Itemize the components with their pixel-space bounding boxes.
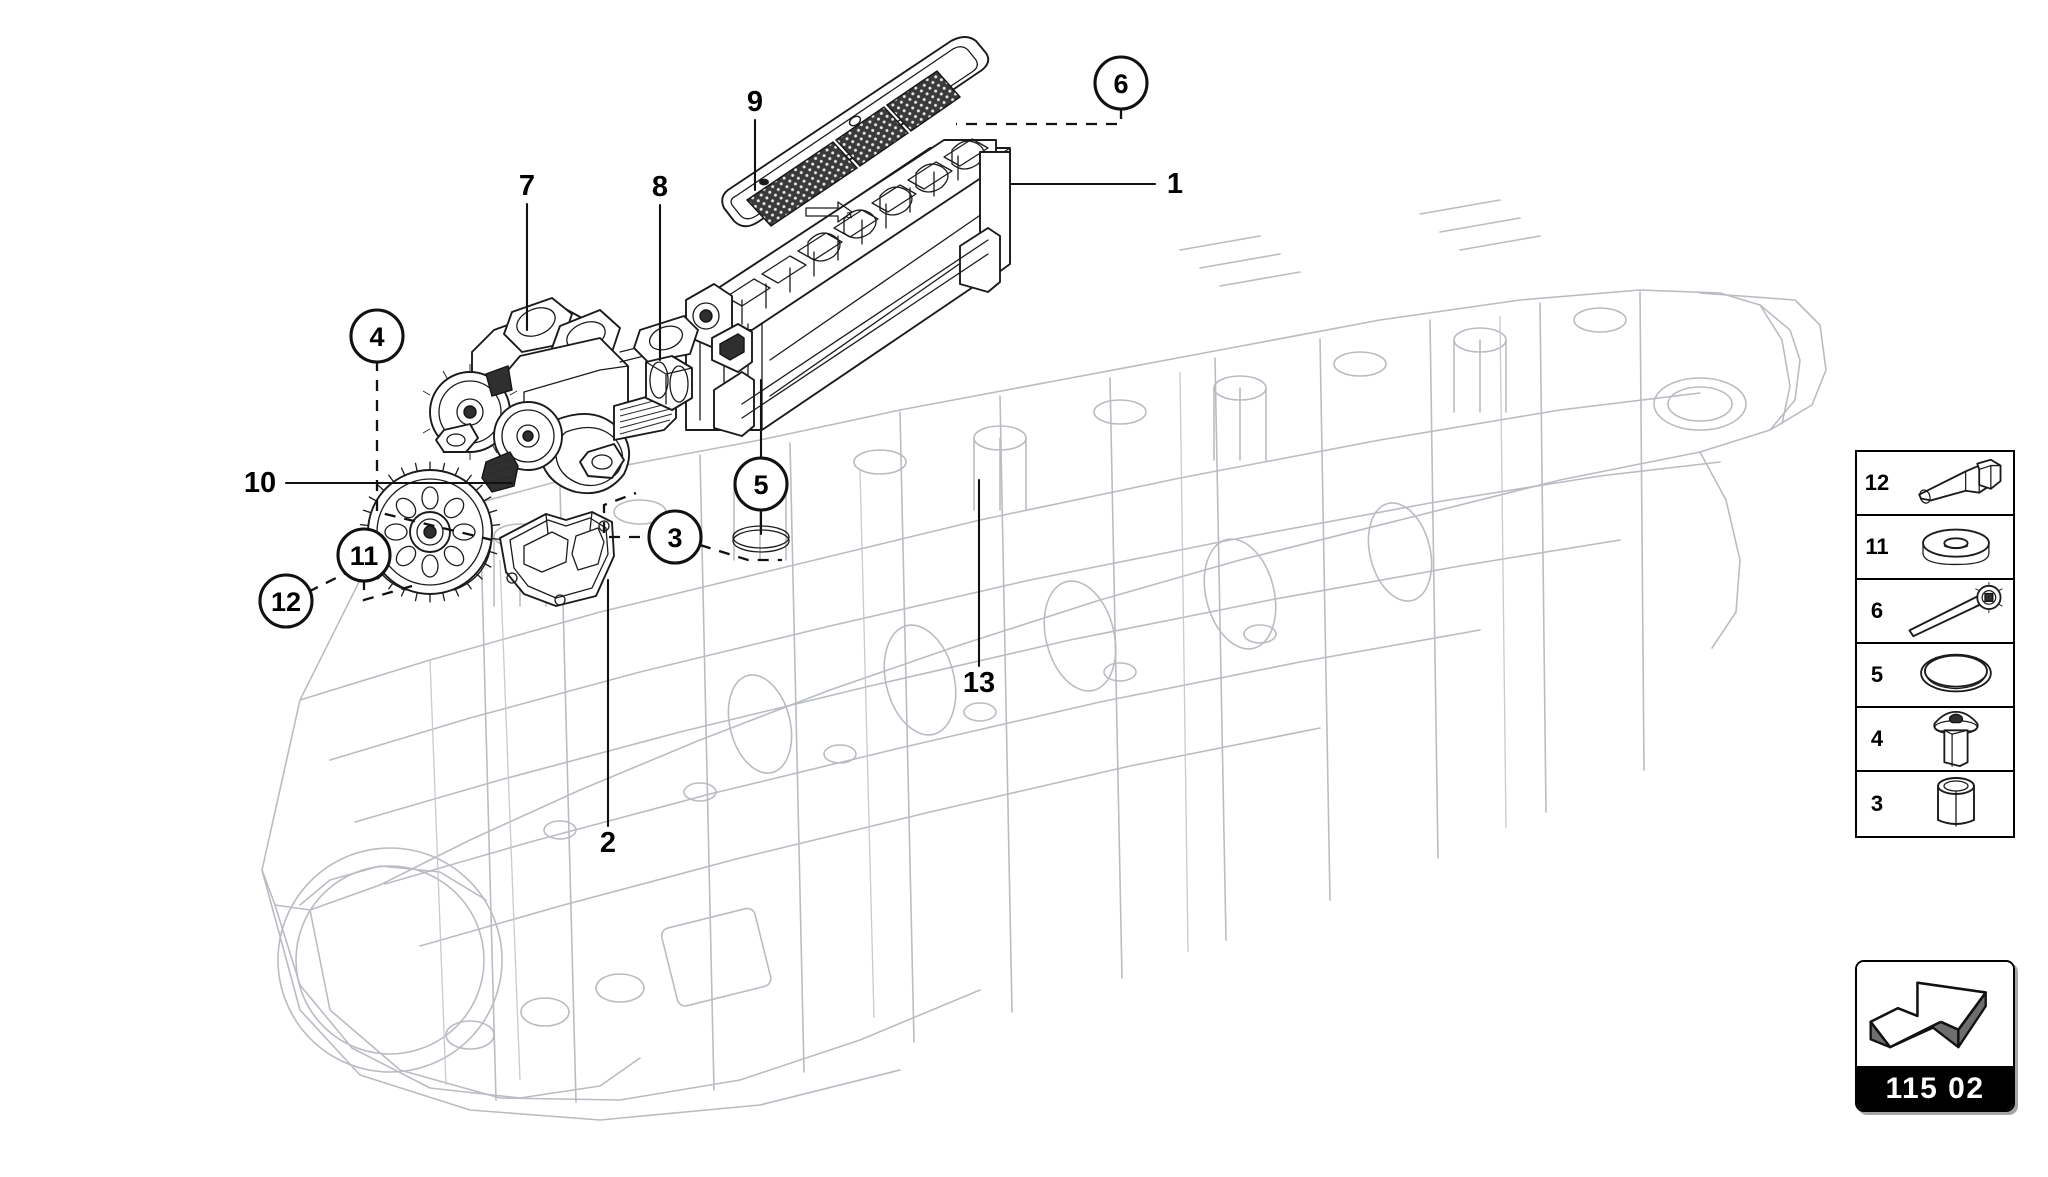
legend-number-3: 3 (1870, 791, 1884, 816)
legend-number-6: 6 (1870, 598, 1884, 623)
flat-washer-icon (1897, 516, 2013, 578)
flange-bolt-icon (1897, 452, 2013, 514)
reference-badge[interactable]: 115 02 (1855, 960, 2015, 1112)
callout-label-11: 11 (350, 541, 379, 571)
callout-label-9: 9 (747, 86, 763, 118)
callout-marker-6[interactable]: 6 (1093, 55, 1149, 111)
legend-row-6[interactable]: 6 (1857, 580, 2013, 644)
legend-number-4: 4 (1870, 726, 1884, 751)
legend-row-5[interactable]: 5 (1857, 644, 2013, 708)
svg-text:a: a (846, 209, 853, 221)
callout-marker-3[interactable]: 3 (647, 509, 703, 565)
parts-legend-panel: 12 11 (1855, 450, 2015, 838)
legend-number-12: 12 (1864, 470, 1890, 495)
callout-marker-12[interactable]: 12 (258, 573, 314, 629)
legend-number-5: 5 (1870, 662, 1884, 687)
callout-label-10: 10 (244, 467, 276, 499)
callout-marker-4[interactable]: 4 (349, 308, 405, 364)
callout-marker-5[interactable]: 5 (733, 456, 789, 512)
legend-row-3[interactable]: 3 (1857, 772, 2013, 836)
legend-row-12[interactable]: 12 (1857, 452, 2013, 516)
reference-code: 115 02 (1857, 1066, 2013, 1110)
legend-row-4[interactable]: 4 (1857, 708, 2013, 772)
legend-number-11: 11 (1865, 534, 1889, 559)
callout-label-12: 12 (271, 587, 301, 617)
callout-label-2: 2 (600, 827, 616, 859)
dowel-sleeve-icon (1897, 772, 2013, 836)
callout-label-4: 4 (369, 322, 384, 352)
callout-label-8: 8 (652, 171, 668, 203)
callout-label-1: 1 (1167, 168, 1183, 200)
callout-label-7: 7 (519, 170, 535, 202)
bent-3d-arrow-icon (1857, 962, 2013, 1066)
callout-marker-11[interactable]: 11 (336, 527, 392, 583)
long-stud-bolt-icon (1897, 580, 2013, 642)
legend-row-11[interactable]: 11 (1857, 516, 2013, 580)
callout-label-13: 13 (963, 667, 995, 699)
callout-label-6: 6 (1113, 69, 1128, 99)
callout-label-3: 3 (667, 523, 682, 553)
torx-pan-head-screw-icon (1897, 708, 2013, 770)
o-ring-seal-icon (1897, 644, 2013, 706)
callout-label-5: 5 (753, 470, 768, 500)
